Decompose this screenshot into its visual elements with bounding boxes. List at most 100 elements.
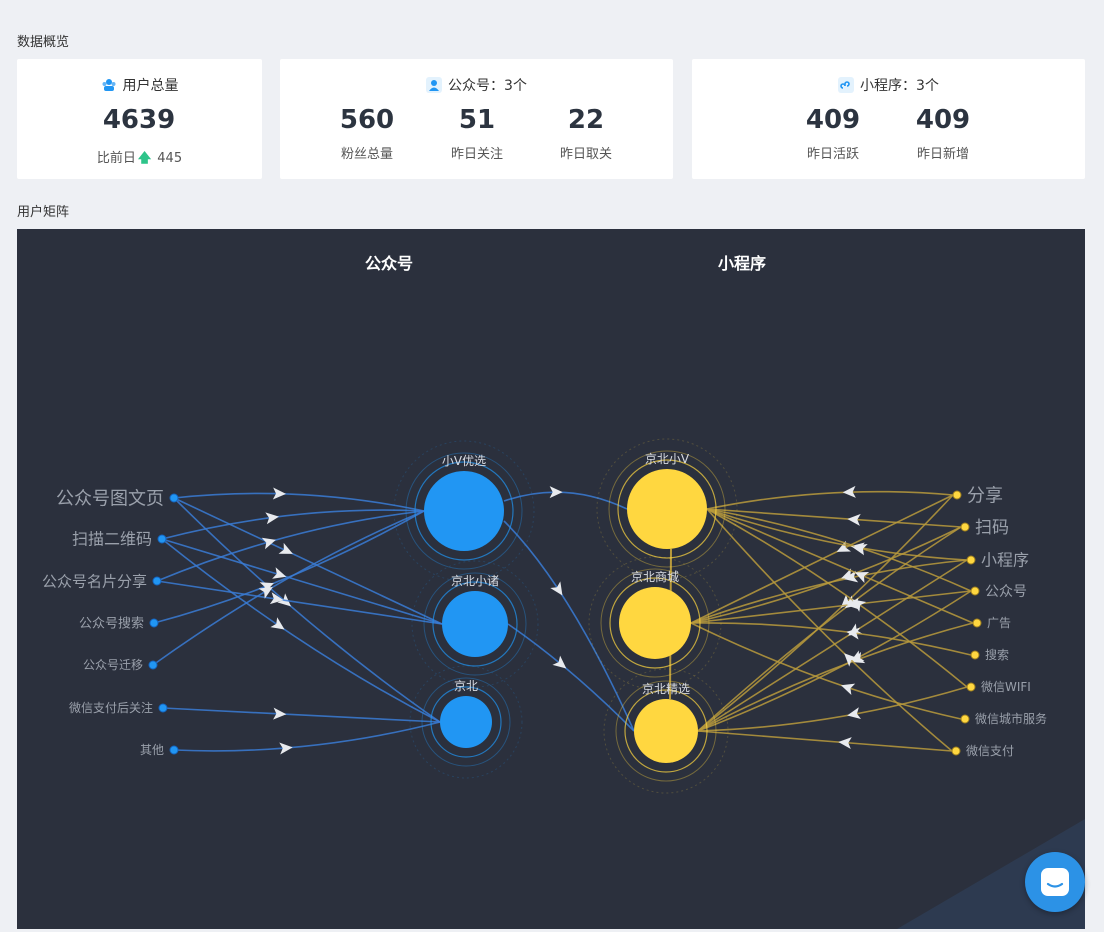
miniapp-node[interactable]: 京北小V: [596, 438, 738, 580]
channel-link: [697, 622, 974, 732]
left-source-label: 其他: [140, 743, 164, 757]
left-source-label: 公众号搜索: [79, 617, 144, 632]
channel-link: [706, 508, 968, 688]
node-label: 京北小诸: [451, 574, 499, 588]
node-label: 京北小V: [645, 452, 690, 466]
account-link: [503, 520, 635, 732]
source-link: [162, 707, 441, 723]
official-node[interactable]: 京北小诸: [411, 560, 539, 688]
channel-dot: [966, 682, 976, 692]
arrow-icon: [279, 742, 293, 755]
official-account-card: 公众号：3个 560 粉丝总量 51 昨日关注 22 昨日取关: [280, 59, 673, 179]
arrow-icon: [836, 540, 851, 552]
users-icon: [102, 79, 115, 91]
channel-link: [706, 490, 954, 510]
miniapp-node[interactable]: 京北精选: [603, 668, 729, 794]
right-source-label: 小程序: [981, 551, 1029, 570]
channel-link: [690, 622, 972, 656]
matrix-graph: 小V优选京北小诸京北京北小V京北商城京北精选公众号图文页扫描二维码公众号名片分享…: [42, 254, 1085, 929]
channel-dot: [960, 522, 970, 532]
channel-link: [697, 730, 953, 752]
arrow-icon: [840, 683, 856, 696]
right-source-label: 广告: [987, 616, 1011, 630]
arrow-icon: [852, 599, 867, 612]
chat-icon: [1041, 868, 1069, 896]
arrow-icon: [269, 592, 284, 605]
user-total-card: 用户总量 4639 比前日🡅445: [17, 59, 262, 179]
channel-link: [706, 508, 972, 592]
source-dot: [152, 576, 162, 586]
arrow-icon: [847, 707, 862, 720]
channel-dot: [952, 490, 962, 500]
channel-link: [690, 590, 972, 624]
source-dot: [169, 493, 179, 503]
arrow-icon: [272, 487, 286, 500]
source-link: [161, 538, 441, 723]
channel-link: [706, 508, 962, 528]
stat-unfollow: 22 昨日取关: [559, 105, 612, 162]
source-dot: [149, 618, 159, 628]
compare-value: 445: [157, 151, 183, 166]
arrow-icon: [552, 655, 567, 669]
channel-link: [690, 622, 962, 720]
user-compare: 比前日🡅 445: [17, 147, 262, 171]
source-dot: [158, 703, 168, 713]
right-source-label: 搜索: [985, 647, 1009, 662]
arrow-icon: [273, 707, 287, 720]
arrow-icon: [846, 627, 861, 640]
source-link: [173, 497, 441, 723]
official-node[interactable]: 京北: [409, 665, 523, 779]
channel-link: [706, 508, 953, 752]
channel-dot: [951, 746, 961, 756]
node-label: 小V优选: [442, 454, 486, 468]
source-dot: [157, 534, 167, 544]
right-source-label: 分享: [967, 485, 1003, 506]
arrow-icon: [847, 513, 861, 526]
arrow-icon: [840, 594, 855, 608]
official-node[interactable]: 小V优选: [393, 440, 535, 582]
miniapp-column-title: 小程序: [718, 254, 766, 273]
node-label: 京北精选: [642, 682, 690, 696]
arrow-icon: [278, 542, 293, 554]
arrow-icon: [272, 567, 287, 579]
left-source-label: 公众号图文页: [56, 488, 164, 509]
overview-title: 数据概览: [17, 35, 70, 50]
account-link: [503, 491, 628, 510]
official-column-title: 公众号: [365, 254, 413, 273]
channel-link: [697, 526, 962, 732]
arrow-up-icon: 🡅: [137, 151, 152, 166]
channel-link: [690, 559, 968, 624]
source-dot: [148, 660, 158, 670]
source-link: [173, 492, 425, 512]
arrow-icon: [844, 570, 859, 583]
channel-link: [697, 686, 968, 732]
compare-label: 比前日: [96, 151, 136, 166]
stat-new: 409 昨日新增: [915, 105, 971, 162]
left-source-label: 微信支付后关注: [69, 700, 153, 715]
channel-dot: [960, 714, 970, 724]
channel-link: [697, 494, 954, 732]
channel-dot: [970, 586, 980, 596]
channel-dot: [966, 555, 976, 565]
source-link: [173, 721, 441, 752]
source-link: [161, 509, 425, 540]
arrow-icon: [838, 737, 852, 750]
miniapp-card: 小程序：3个 409 昨日活跃 409 昨日新增: [692, 59, 1085, 179]
arrow-icon: [854, 571, 870, 583]
chat-support-button[interactable]: [1025, 852, 1085, 912]
node-label: 京北: [454, 679, 478, 693]
node-label: 京北商城: [631, 569, 679, 584]
left-source-label: 公众号迁移: [83, 658, 143, 672]
right-source-label: 微信WIFI: [981, 680, 1031, 694]
channel-link: [706, 508, 968, 561]
right-source-label: 扫码: [975, 518, 1009, 538]
right-source-label: 公众号: [985, 584, 1027, 600]
source-link: [156, 580, 443, 625]
user-icon: [426, 77, 443, 93]
arrow-icon: [550, 581, 563, 596]
left-source-label: 扫描二维码: [72, 530, 152, 549]
miniapp-node[interactable]: 京北商城: [588, 556, 722, 690]
source-link: [156, 510, 425, 582]
source-dot: [169, 745, 179, 755]
channel-link: [706, 508, 974, 624]
